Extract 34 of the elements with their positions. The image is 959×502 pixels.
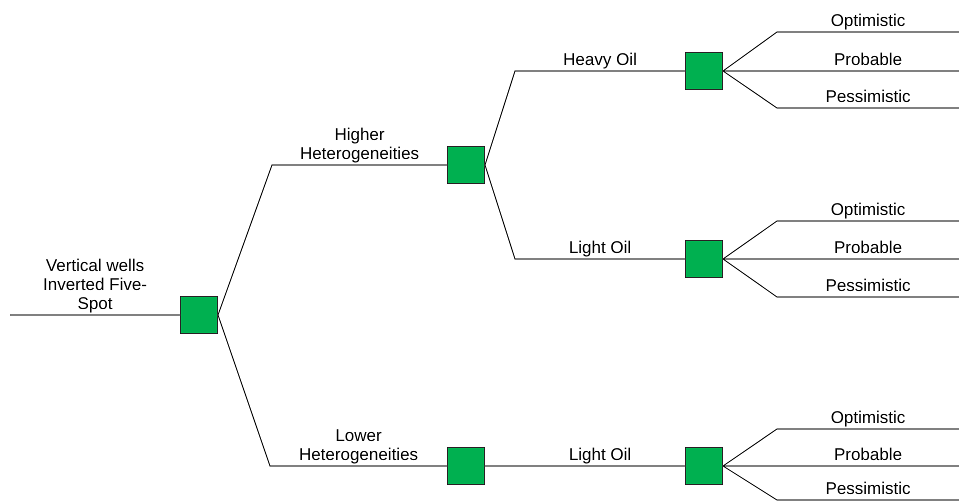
edge-label: Light Oil (568, 238, 632, 257)
edge-label: Light Oil (568, 445, 632, 464)
edge-label: Vertical wells Inverted Five-Spot (42, 256, 148, 313)
connector-line (218, 164, 448, 316)
connector-line (722, 428, 959, 466)
edge-label: Heavy Oil (562, 50, 638, 69)
connector-line (218, 314, 448, 466)
connector-line (10, 314, 180, 316)
edge-label: Pessimistic (824, 87, 912, 106)
connector-line (722, 258, 959, 298)
decision-node-square (447, 146, 485, 184)
connector-line (722, 70, 959, 108)
connector-line (722, 466, 959, 500)
decision-node-square (685, 447, 723, 485)
edge-label: Probable (832, 50, 904, 69)
edge-label: Optimistic (830, 408, 906, 427)
decision-node-square (685, 240, 723, 278)
decision-node-square (180, 296, 218, 334)
edge-label: Probable (832, 238, 904, 257)
decision-node-square (685, 52, 723, 90)
edge-label: Optimistic (830, 11, 906, 30)
edge-label: Higher Heterogeneities (298, 125, 420, 163)
edge-label: Pessimistic (824, 276, 912, 295)
connector-line (484, 70, 686, 166)
connector-line (484, 164, 686, 260)
connector-line (722, 258, 959, 260)
decision-node-square (447, 447, 485, 485)
edge-label: Probable (832, 445, 904, 464)
edge-label: Optimistic (830, 200, 906, 219)
connector-line (722, 220, 959, 260)
edge-label: Lower Heterogeneities (298, 426, 420, 464)
connector-line (722, 32, 959, 72)
edge-label: Pessimistic (824, 479, 912, 498)
connector-line (722, 70, 959, 72)
